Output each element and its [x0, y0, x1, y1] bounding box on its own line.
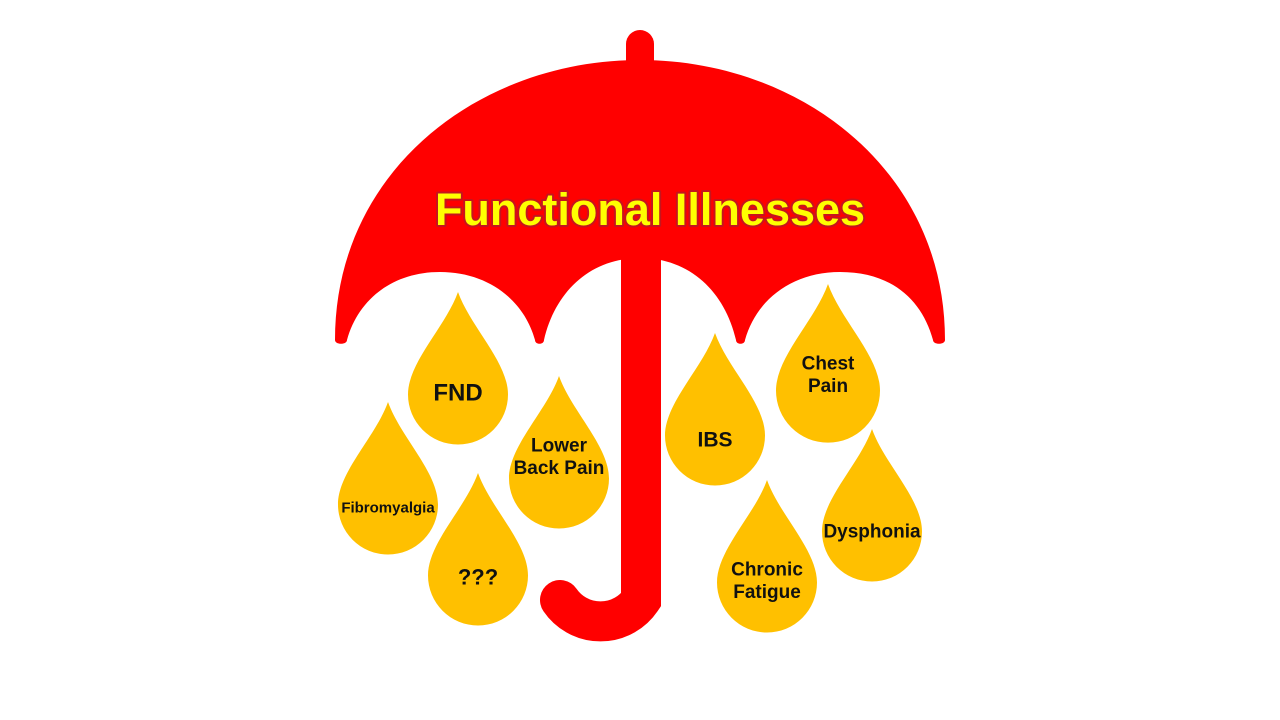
umbrella-canopy	[335, 60, 945, 344]
drop-unknown: ???	[428, 473, 528, 626]
drop-dysphonia-shape	[822, 429, 922, 582]
drop-lower-back-pain-label: Back Pain	[514, 458, 605, 479]
drop-fibromyalgia-shape	[338, 402, 438, 555]
umbrella-icon	[335, 30, 945, 642]
drop-dysphonia-label: Dysphonia	[823, 522, 921, 543]
drop-fnd-shape	[408, 292, 508, 445]
drop-lower-back-pain-label: Lower	[531, 435, 588, 456]
drop-chest-pain-shape	[775, 284, 880, 443]
drop-fnd: FND	[408, 292, 508, 445]
diagram-title: Functional Illnesses	[435, 184, 865, 235]
drop-unknown-label: ???	[458, 565, 498, 590]
drop-chronic-fatigue-shape	[717, 480, 817, 633]
drop-fibromyalgia: Fibromyalgia	[338, 402, 438, 555]
umbrella-shaft	[621, 250, 661, 605]
drop-lower-back-pain-shape	[509, 376, 609, 529]
drop-chronic-fatigue-label: Fatigue	[733, 582, 801, 603]
drop-fnd-label: FND	[433, 379, 482, 406]
drop-ibs: IBS	[665, 333, 765, 486]
drop-chronic-fatigue-label: Chronic	[731, 559, 803, 580]
drop-chest-pain-label: Chest	[802, 353, 855, 374]
drop-dysphonia: Dysphonia	[822, 429, 922, 582]
drop-chest-pain-label: Pain	[808, 376, 848, 397]
umbrella-handle	[540, 555, 661, 642]
drop-ibs-shape	[665, 333, 765, 486]
drop-unknown-shape	[428, 473, 528, 626]
drop-ibs-label: IBS	[697, 428, 732, 451]
drop-fibromyalgia-label: Fibromyalgia	[341, 499, 435, 516]
